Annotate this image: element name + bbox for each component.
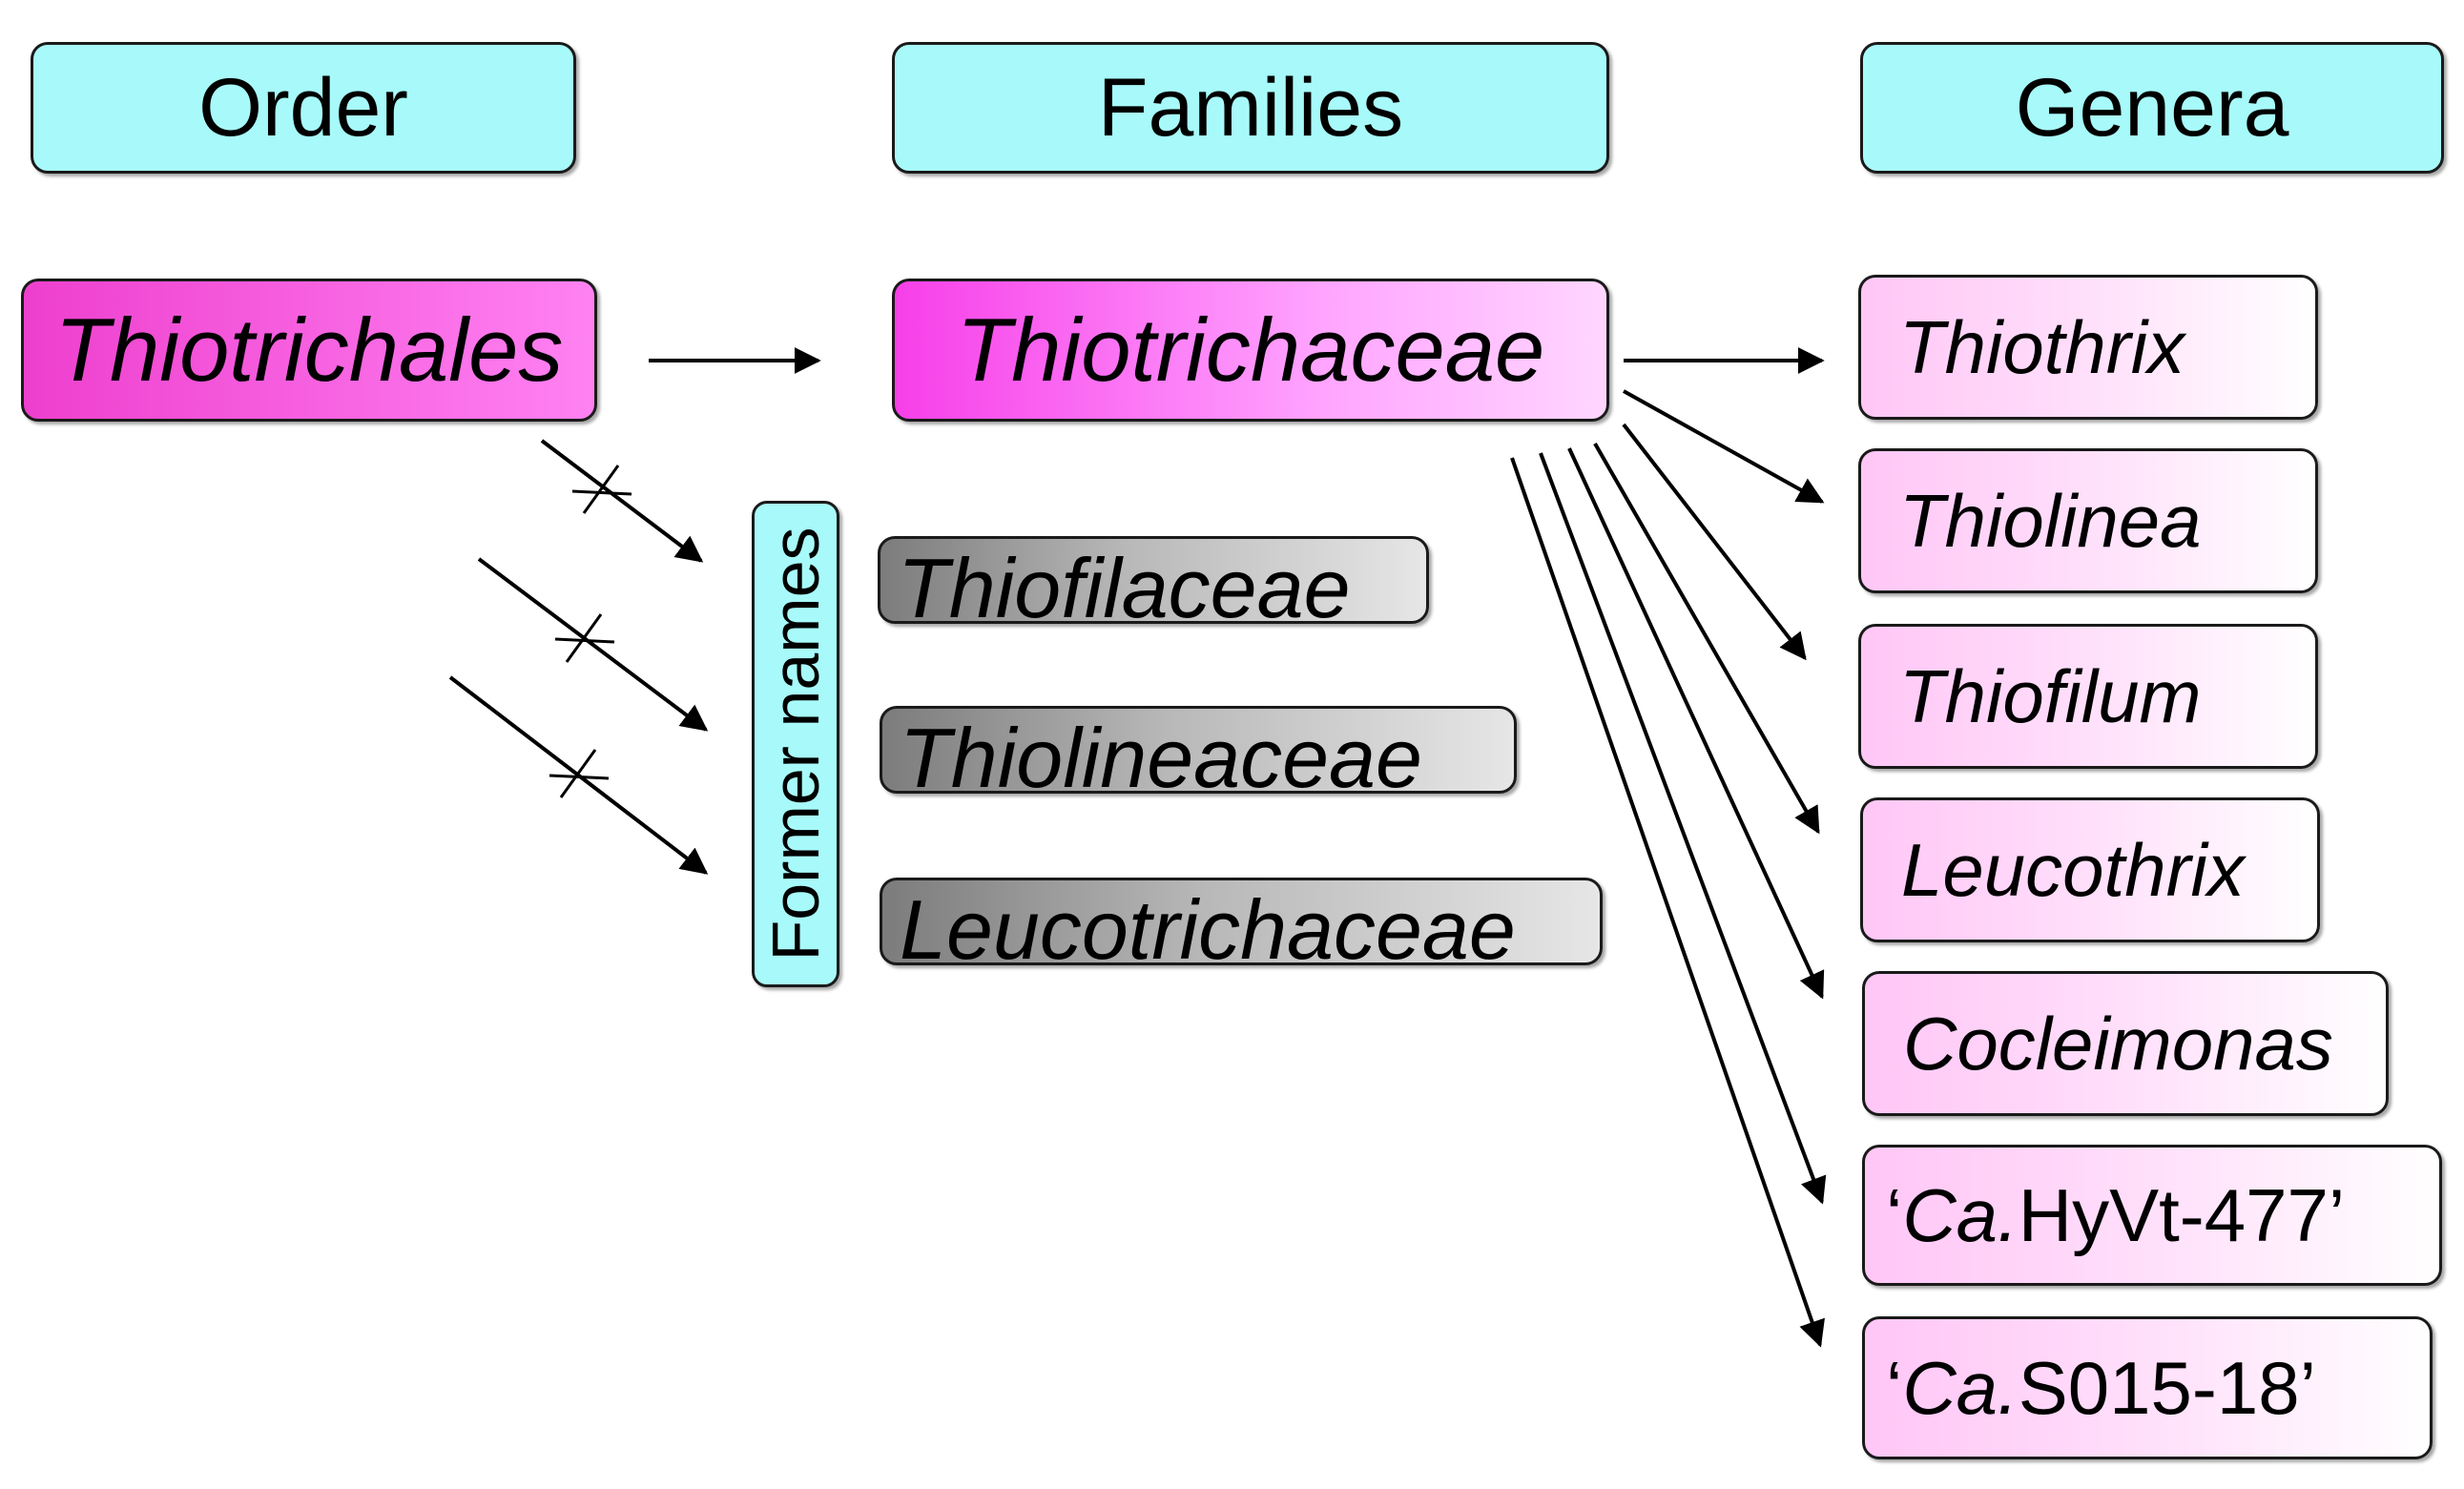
genus-thiolinea: Thiolinea [1858,448,2318,593]
genus-open-quote: ‘ [1886,1172,1903,1257]
genus-thiothrix: Thiothrix [1858,275,2318,420]
cross-mark-thiofilaceae [571,489,632,496]
cross-mark-thiofilaceae [582,465,620,514]
former-name: Thiolineaceae [900,711,1422,805]
genus-name: Thiolinea [1899,478,2202,563]
arrow-family-to-leucothrix [1593,443,1820,835]
genus-name: Thiothrix [1899,304,2185,389]
genus-abbr: Ca. [1902,1345,2019,1430]
genus-name: S015-18’ [2018,1345,2316,1430]
family-thiotrichaceae: Thiotrichaceae [892,279,1609,422]
former-family-leucotrichaceae: Leucotrichaceae [880,878,1603,972]
former-name: Leucotrichaceae [900,882,1516,977]
genus-thiofilum: Thiofilum [1858,624,2318,769]
crossed-arrow-thiofilaceae [540,439,704,563]
order-header-label: Order [198,61,408,154]
genus-cocleimonas: Cocleimonas [1862,971,2389,1116]
order-header: Order [31,42,576,174]
genus-name: Leucothrix [1901,827,2245,912]
genus-leucothrix: Leucothrix [1860,797,2320,942]
former-family-thiofilaceae: Thiofilaceae [878,536,1429,631]
families-header-label: Families [1097,61,1404,154]
arrow-family-to-thiofilum [1622,423,1807,661]
arrow-family-to-cocleimonas [1567,447,1825,1000]
genus-name: Cocleimonas [1903,1001,2333,1086]
cross-mark-thiolineaceae [554,637,615,644]
cross-mark-leucotrichaceae [559,749,597,798]
families-header: Families [892,42,1609,174]
former-name: Thiofilaceae [898,541,1351,635]
cross-mark-leucotrichaceae [549,774,610,780]
genus-name: Thiofilum [1899,653,2202,738]
arrow-family-to-thiolinea [1623,389,1825,504]
former-family-thiolineaceae: Thiolineaceae [880,706,1517,800]
order-thiotrichales: Thiotrichales [21,279,597,422]
genus-name: HyVt-477’ [2018,1172,2346,1257]
genera-header-label: Genera [2015,61,2289,154]
genus-abbr: Ca. [1902,1172,2019,1257]
order-name: Thiotrichales [54,300,564,400]
former-names-label: Former names [752,501,839,987]
family-name: Thiotrichaceae [956,300,1545,400]
arrow-family-to-ca-hyvt-477 [1539,452,1827,1205]
cross-mark-thiolineaceae [565,613,603,663]
genus-open-quote: ‘ [1886,1345,1903,1430]
genus-ca-s015-18: ‘Ca. S015-18’ [1862,1316,2433,1459]
genus-ca-hyvt-477: ‘Ca. HyVt-477’ [1862,1145,2442,1286]
crossed-arrow-thiolineaceae [477,557,709,732]
arrow-family-to-ca-s015-18 [1510,457,1825,1348]
genera-header: Genera [1860,42,2444,174]
